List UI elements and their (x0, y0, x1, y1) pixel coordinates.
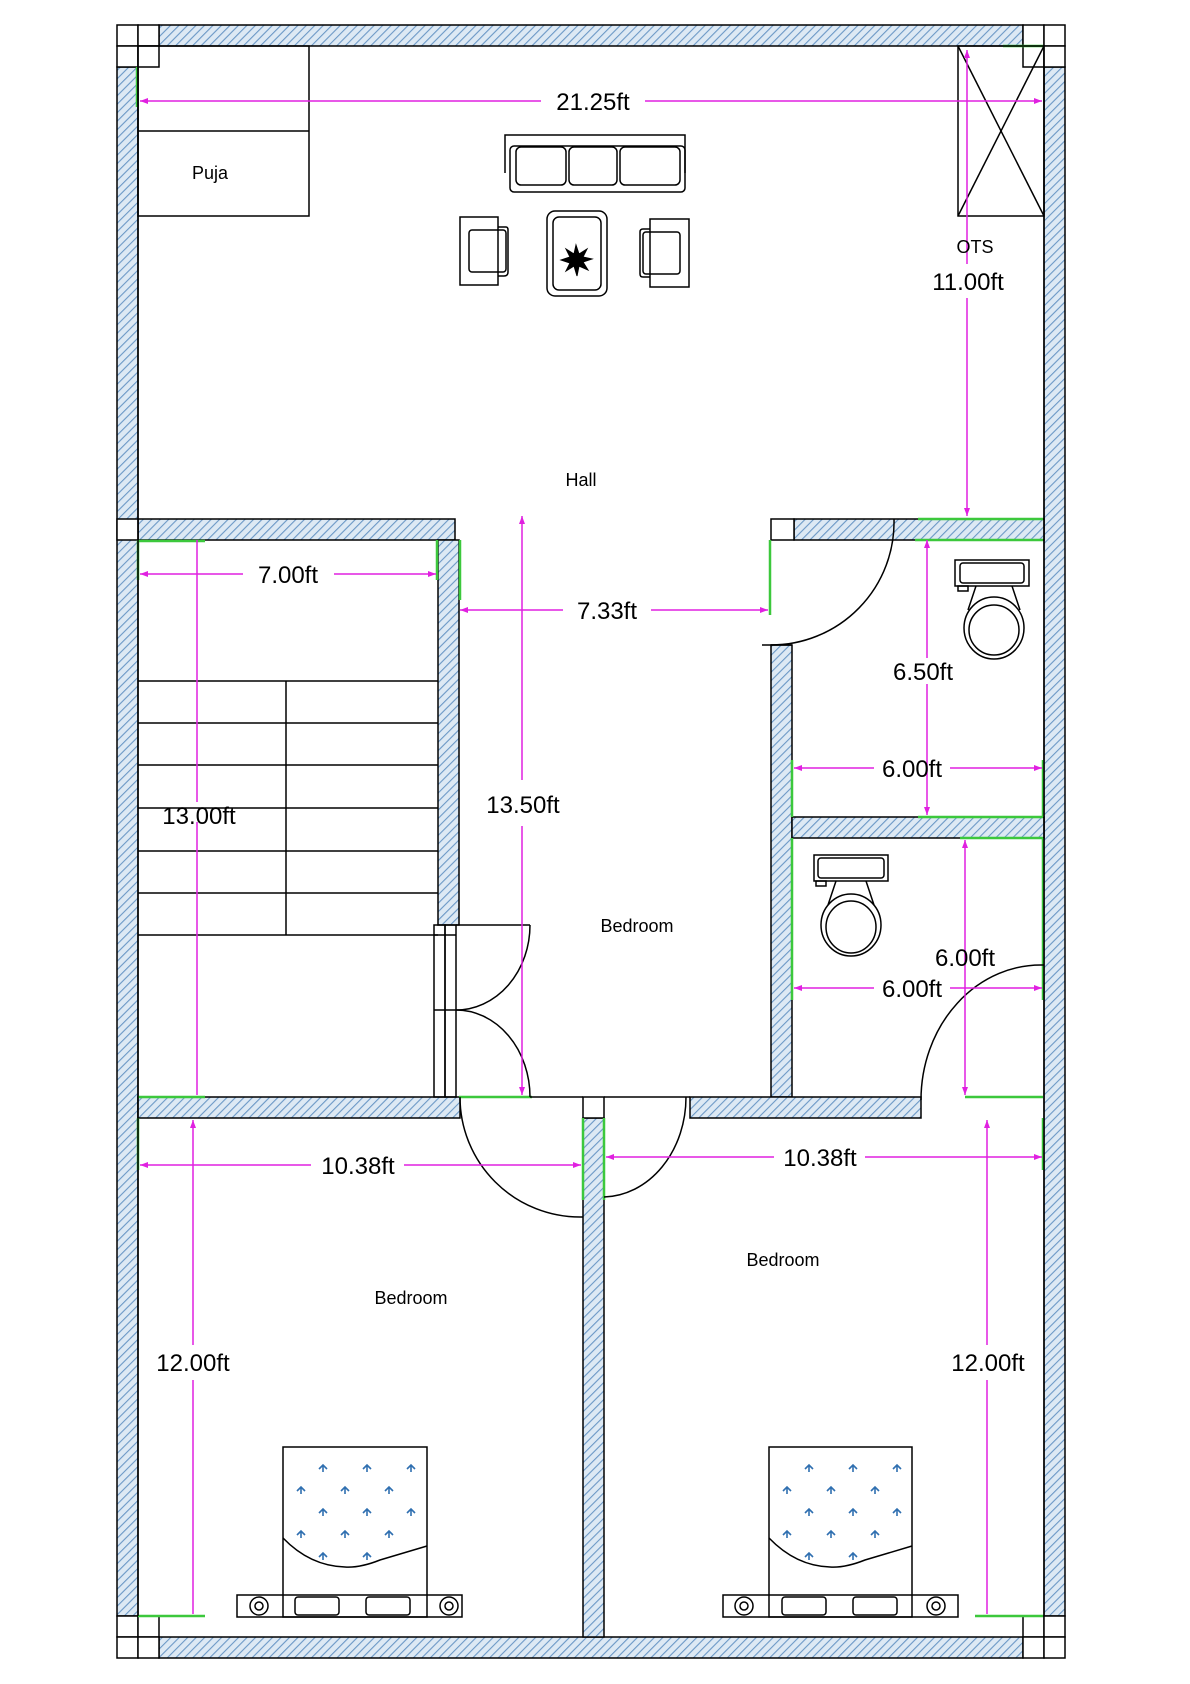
wall-bottom (158, 1636, 1024, 1659)
sofa-icon (504, 134, 686, 193)
quilt-arrow-icon (296, 1485, 306, 1494)
bed-right-pattern (782, 1463, 902, 1560)
quilt-arrow-icon (782, 1485, 792, 1494)
dimension-label-ots-depth: 11.00ft (932, 269, 1004, 296)
room-label-puja: Puja (192, 163, 229, 183)
quilt-arrow-icon (384, 1529, 394, 1538)
quilt-arrow-icon (804, 1463, 814, 1472)
quilt-arrow-icon (384, 1485, 394, 1494)
wall-top (158, 24, 1024, 47)
quilt-arrow-icon (848, 1507, 858, 1516)
coffee-table-icon (546, 210, 608, 297)
outer-frame (137, 67, 1045, 1616)
bed-right-icon (722, 1446, 959, 1618)
dimension-label-stair-length: 13.00ft (162, 803, 236, 830)
dimension-arrowheads (140, 50, 1042, 1168)
dimension-label-toilet1-length: 6.50ft (893, 659, 953, 686)
quilt-arrow-icon (892, 1507, 902, 1516)
dimension-label-toilet2-width: 6.00ft (882, 976, 942, 1003)
quilt-arrow-icon (826, 1529, 836, 1538)
ots-shaft (957, 45, 1045, 217)
staircase (138, 680, 438, 936)
quilt-arrow-icon (340, 1529, 350, 1538)
wall-toilet-divider (791, 816, 1045, 839)
wall-mid-left (137, 1096, 461, 1119)
wall-toilet-left (770, 644, 793, 1098)
quilt-arrow-icon (406, 1463, 416, 1472)
wall-left (116, 66, 139, 1617)
bed-left-pattern (296, 1463, 416, 1560)
quilt-arrow-icon (826, 1485, 836, 1494)
quilt-arrow-icon (848, 1463, 858, 1472)
plant-icon (559, 243, 594, 277)
quilt-arrow-icon (848, 1551, 858, 1560)
wall-bedroom-divider (582, 1117, 605, 1638)
room-label-ots: OTS (956, 237, 993, 257)
quilt-arrow-icon (362, 1463, 372, 1472)
quilt-arrow-icon (318, 1507, 328, 1516)
quilt-arrow-icon (296, 1529, 306, 1538)
dimension-label-bedroom-left-length: 12.00ft (156, 1350, 230, 1377)
armchair-left-icon (459, 216, 509, 286)
toilet-2-icon (813, 854, 889, 957)
quilt-arrow-icon (362, 1551, 372, 1560)
quilt-arrow-icon (892, 1463, 902, 1472)
wall-stair-top (137, 518, 456, 541)
dimension-label-toilet2-length: 6.00ft (935, 945, 995, 972)
dimension-label-overall-width: 21.25ft (556, 89, 630, 116)
dimension-label-bedroom-right-width: 10.38ft (783, 1145, 857, 1172)
bed-left-icon (236, 1446, 463, 1618)
wall-stair-right (437, 539, 460, 926)
quilt-arrow-icon (406, 1507, 416, 1516)
room-label-bedroom-bottom-right: Bedroom (746, 1250, 819, 1270)
walls (116, 24, 1066, 1659)
quilt-arrow-icon (782, 1529, 792, 1538)
wall-right (1043, 66, 1066, 1617)
room-label-bedroom-center: Bedroom (600, 916, 673, 936)
quilt-arrow-icon (318, 1463, 328, 1472)
puja-unit (137, 45, 310, 217)
dimension-label-bedroom-center-width: 7.33ft (577, 598, 637, 625)
room-label-hall: Hall (565, 470, 596, 490)
quilt-arrow-icon (340, 1485, 350, 1494)
dimension-label-bedroom-left-width: 10.38ft (321, 1153, 395, 1180)
room-label-bedroom-bottom-left: Bedroom (374, 1288, 447, 1308)
door-swings (459, 518, 1045, 1218)
wall-mid-right (689, 1096, 922, 1119)
quilt-arrow-icon (362, 1507, 372, 1516)
quilt-arrow-icon (870, 1529, 880, 1538)
dimension-label-bedroom-center-length: 13.50ft (486, 792, 560, 819)
dimension-lines (140, 50, 1042, 1614)
quilt-arrow-icon (804, 1551, 814, 1560)
quilt-arrow-icon (318, 1551, 328, 1560)
quilt-arrow-icon (870, 1485, 880, 1494)
dimension-label-bedroom-right-length: 12.00ft (951, 1350, 1025, 1377)
toilet-1-icon (954, 559, 1030, 660)
double-door-center-bedroom (433, 924, 690, 1098)
dimension-label-stair-width: 7.00ft (258, 562, 318, 589)
wall-toilet-top (793, 518, 1045, 541)
armchair-right-icon (639, 218, 690, 288)
dimension-label-toilet1-width: 6.00ft (882, 756, 942, 783)
quilt-arrow-icon (804, 1507, 814, 1516)
